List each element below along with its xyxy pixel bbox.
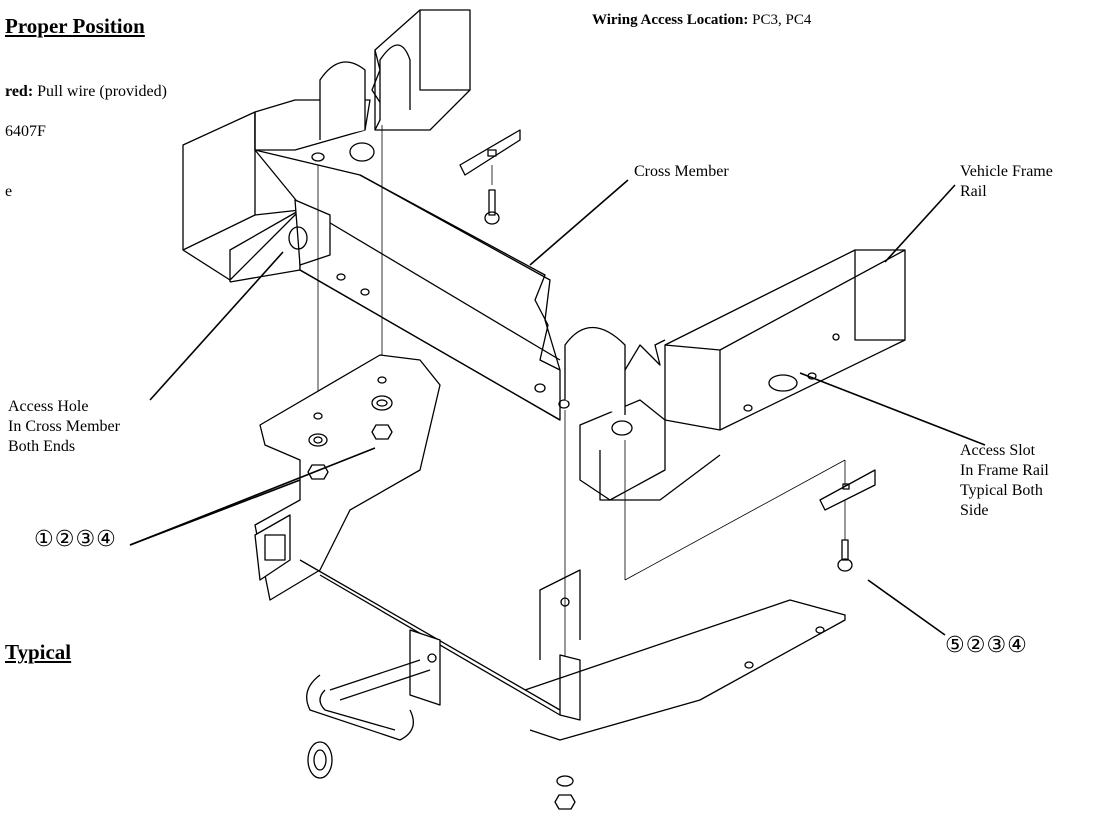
callout-line: In Cross Member <box>8 418 120 435</box>
callout-line: Rail <box>960 183 987 200</box>
callout-access-hole: Access Hole In Cross Member Both Ends <box>8 397 120 457</box>
heading-typical: Typical <box>5 640 72 664</box>
callout-line: Side <box>960 502 989 519</box>
callout-line: Access Hole <box>8 398 89 415</box>
wiring-value: PC3, PC4 <box>748 12 812 28</box>
callout-line: Vehicle Frame <box>960 163 1053 180</box>
right-cross-member-end <box>564 326 721 501</box>
callout-cross-member: Cross Member <box>634 163 729 180</box>
tools-label: red: <box>5 83 34 100</box>
right-plate-and-bolt <box>819 469 876 572</box>
hardware-callout-right: ⑤②③④ <box>945 633 1028 658</box>
hitch-receiver <box>254 354 846 779</box>
callout-access-slot: Access Slot In Frame Rail Typical Both S… <box>960 441 1049 521</box>
callout-line: In Frame Rail <box>960 462 1049 479</box>
part-number: 6407F <box>5 123 46 140</box>
top-plate-and-bolt <box>459 129 521 225</box>
note-fragment: e <box>5 183 13 200</box>
leader-arrows <box>129 179 986 636</box>
heading-proper-position: Proper Position <box>5 14 145 38</box>
hardware-callout-left: ①②③④ <box>34 527 117 552</box>
cross-member <box>254 142 570 421</box>
tools-value: Pull wire (provided) <box>33 83 167 100</box>
left-bracket-tab <box>319 61 366 140</box>
callout-vehicle-frame-rail: Vehicle Frame Rail <box>960 162 1053 202</box>
callout-line: Typical Both <box>960 482 1043 499</box>
wiring-label: Wiring Access Location: <box>592 12 749 28</box>
bracket-fasteners <box>307 376 576 810</box>
tools-note: red: Pull wire (provided) <box>5 82 167 102</box>
callout-line: Access Slot <box>960 442 1036 459</box>
right-frame-rail <box>664 249 906 431</box>
callout-line: Both Ends <box>8 438 76 455</box>
wiring-access-location: Wiring Access Location: PC3, PC4 <box>592 10 811 30</box>
